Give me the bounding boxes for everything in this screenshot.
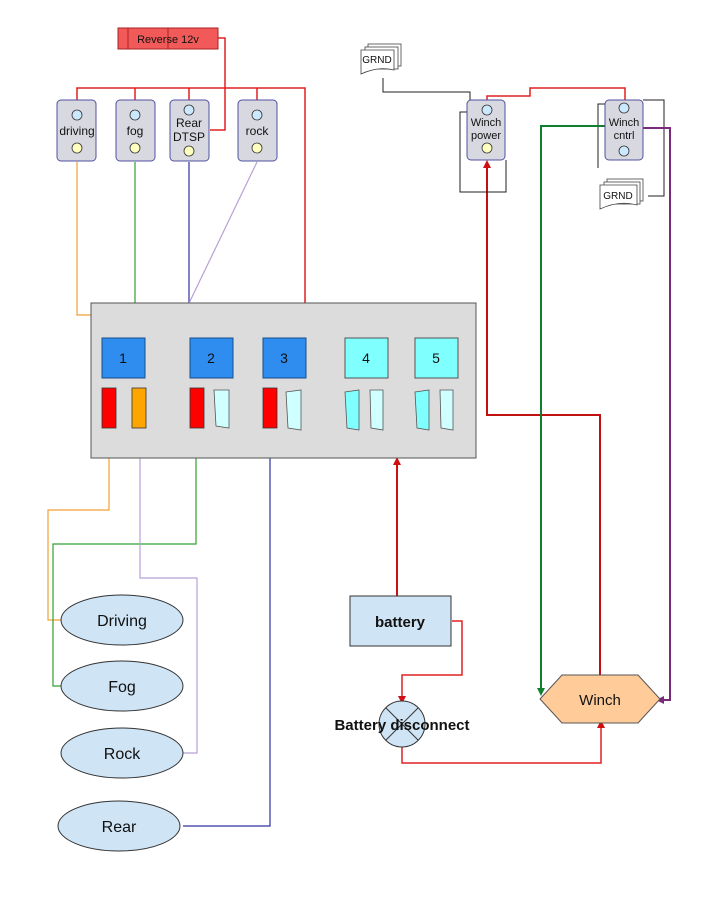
light-rock-label: Rock [104,746,141,763]
battery-disconnect[interactable]: Battery disconnect [334,700,470,748]
relay-4-label: 4 [362,350,370,366]
light-rear-label: Rear [102,819,137,836]
wire-control-side [597,103,606,168]
wire-rock-light [139,428,198,754]
wire-power-side [459,111,507,193]
ground-1-label: GRND [362,55,391,66]
wire-control-purple [643,127,671,704]
light-rear[interactable]: Rear [57,800,181,852]
light-fog-label: Fog [108,679,136,696]
reverse-12v-box: Reverse 12v [117,27,219,50]
fuse-5a[interactable] [414,389,430,431]
light-driving[interactable]: Driving [60,594,184,646]
lights: Driving Fog Rock Rear [57,594,184,852]
wire-winch-power-feed [483,160,601,675]
wire-disconnect-winch [401,720,605,764]
light-fog[interactable]: Fog [60,660,184,712]
switch-winch-power[interactable]: Winch power [466,99,506,161]
switch-rock[interactable]: rock [237,99,278,162]
battery-label: battery [375,614,426,631]
winch-control-label-line2: cntrl [614,130,635,142]
wire-battery-disconnect [398,620,463,704]
relay-3[interactable]: 3 [262,337,307,379]
switch-driving-label: driving [59,124,94,138]
relay-2-label: 2 [207,350,215,366]
winch-power-label-line2: power [471,130,501,142]
fuse-2-spare[interactable] [213,389,230,429]
light-driving-label: Driving [97,613,147,630]
relay-5-label: 5 [432,350,440,366]
wire-power-ground [382,78,471,100]
wire-control-right [643,99,665,197]
fuse-4a[interactable] [344,389,360,431]
fuses [101,387,454,431]
fuse-1[interactable] [101,387,117,429]
relay-3-label: 3 [280,350,288,366]
relay-1[interactable]: 1 [101,337,146,379]
switch-winch-control[interactable]: Winch cntrl [604,99,644,161]
relay-5[interactable]: 5 [414,337,459,379]
relay-box: 1 2 3 4 5 [90,302,477,459]
winch-control-label-line1: Winch [609,117,640,129]
fuse-4b[interactable] [369,389,384,431]
switch-driving[interactable]: driving [56,99,97,162]
switch-fog[interactable]: fog [115,99,156,162]
wire-control-green [537,125,606,696]
winch[interactable]: Winch [539,674,661,724]
ground-1: GRND [360,43,402,75]
switch-fog-label: fog [127,124,144,138]
wire-rear-light [183,428,271,827]
light-rock[interactable]: Rock [60,727,184,779]
switch-rear-label-line1: Rear [176,116,202,130]
wire-switch-bus [76,87,306,305]
ground-2: GRND [599,178,644,210]
relay-2[interactable]: 2 [189,337,234,379]
fuse-2[interactable] [189,387,205,429]
fuse-5b[interactable] [439,389,454,431]
fuse-3-spare[interactable] [285,389,302,431]
fuse-rock[interactable] [131,387,147,429]
winch-label: Winch [579,692,621,709]
relay-1-label: 1 [119,350,127,366]
winch-power-label-line1: Winch [471,117,502,129]
switch-panel: driving fog Rear DTSP rock [56,99,278,162]
battery[interactable]: battery [349,595,452,647]
switch-rear-dtsp[interactable]: Rear DTSP [169,99,210,162]
switch-rear-label-line2: DTSP [173,130,205,144]
fuse-3[interactable] [262,387,278,429]
ground-2-label: GRND [603,191,632,202]
relay-4[interactable]: 4 [344,337,389,379]
battery-disconnect-label: Battery disconnect [334,717,469,734]
wire-power-to-control [486,87,626,104]
reverse-12v-label: Reverse 12v [137,34,199,46]
wire-fog-light [52,428,197,687]
switch-rock-label: rock [246,124,270,138]
